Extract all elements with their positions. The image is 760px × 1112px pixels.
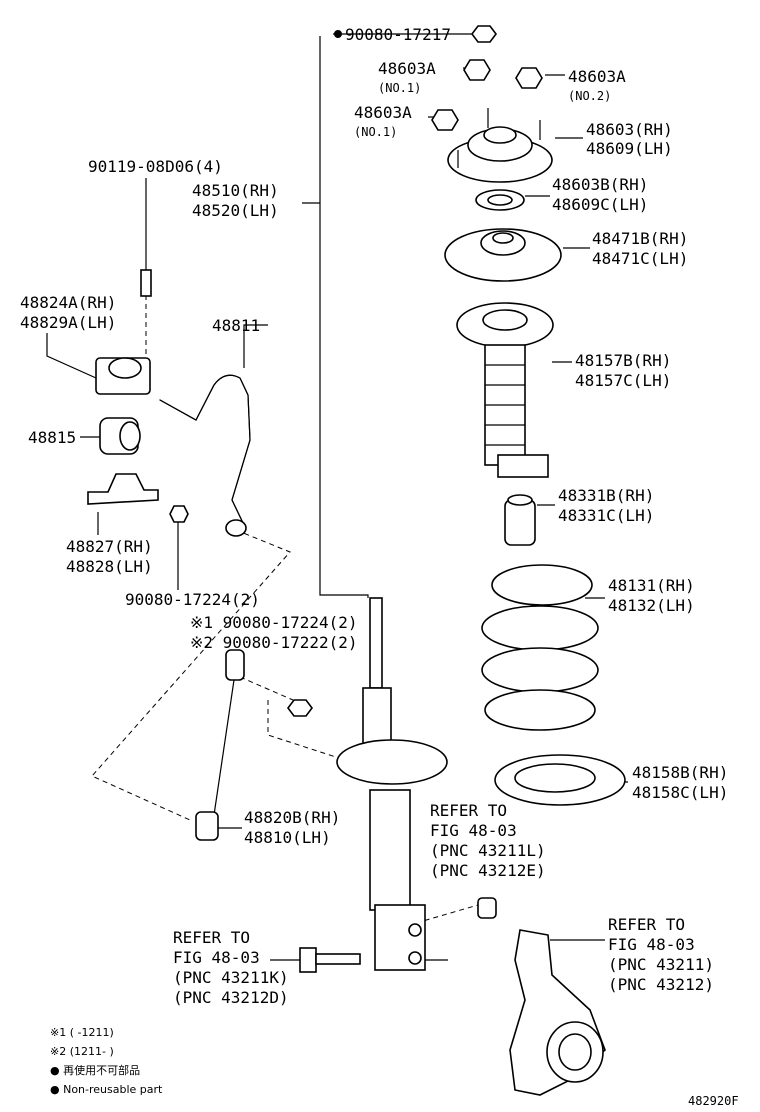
bracket-48827 — [87, 473, 159, 505]
label-48157c: 48157C(LH) — [575, 371, 671, 390]
legend-non-reusable-en: ● Non-reusable part — [50, 1083, 163, 1096]
ref-bolt-line-2: FIG 48-03 — [173, 948, 260, 967]
coil-spring-48131 — [481, 564, 599, 731]
ref-knuckle-line-2: FIG 48-03 — [608, 935, 695, 954]
label-48827: 48827(RH) — [66, 537, 153, 556]
ref-strut-line-1: REFER TO — [430, 801, 507, 820]
spring-seat-upper-48471b — [444, 228, 562, 282]
label-48471c: 48471C(LH) — [592, 249, 688, 268]
shock-absorber — [336, 597, 448, 971]
bump-stopper-48331b — [504, 494, 536, 546]
nut-48603a-no2 — [515, 67, 543, 89]
stabilizer-link-48820b — [195, 649, 245, 841]
legend: ※1 ( -1211) ※2 (1211- ) ● 再使用不可部品 ● Non-… — [50, 1026, 163, 1096]
nut-link-upper — [287, 699, 313, 717]
bushing-48815 — [99, 417, 141, 455]
stabilizer-bar-48811 — [159, 374, 251, 537]
label-48603: 48603(RH) — [586, 120, 673, 139]
label-note1-nut: ※1 90080-17224(2) — [190, 613, 358, 632]
ref-knuckle-line-3: (PNC 43211) — [608, 955, 714, 974]
ref-knuckle-line-4: (PNC 43212) — [608, 975, 714, 994]
spring-seat-lower-48158b — [494, 754, 626, 806]
bearing-48603b — [475, 189, 525, 211]
label-48824a: 48824A(RH) — [20, 293, 116, 312]
label-48829a: 48829A(LH) — [20, 313, 116, 332]
label-48520: 48520(LH) — [192, 201, 279, 220]
figure-id: 482920F — [688, 1094, 739, 1108]
bolt-90119 — [140, 269, 152, 297]
label-48131: 48131(RH) — [608, 576, 695, 595]
label-48609: 48609(LH) — [586, 139, 673, 158]
nut-48603a-no1-top — [463, 59, 491, 81]
reference-strut-block: REFER TO FIG 48-03 (PNC 43211L) (PNC 432… — [430, 801, 546, 880]
ref-bolt-line-3: (PNC 43211K) — [173, 968, 289, 987]
ref-strut-line-4: (PNC 43212E) — [430, 861, 546, 880]
label-48510: 48510(RH) — [192, 181, 279, 200]
label-90080-17217: 90080-17217 — [345, 25, 451, 44]
label-48331c: 48331C(LH) — [558, 506, 654, 525]
label-48609c: 48609C(LH) — [552, 195, 648, 214]
nut-90080-17224-stab — [169, 505, 189, 523]
legend-note1: ※1 ( -1211) — [50, 1026, 114, 1039]
label-48811: 48811 — [212, 316, 260, 335]
label-note2-nut: ※2 90080-17222(2) — [190, 633, 358, 652]
label-48810: 48810(LH) — [244, 828, 331, 847]
label-48471b: 48471B(RH) — [592, 229, 688, 248]
bolt-strut-lower — [299, 947, 361, 973]
label-90080-17224-stab: 90080-17224(2) — [125, 590, 260, 609]
label-48603a-no1-sub: (NO.1) — [378, 81, 421, 95]
ref-bolt-line-4: (PNC 43212D) — [173, 988, 289, 1007]
label-48603a-no1b-sub: (NO.1) — [354, 125, 397, 139]
label-48157b: 48157B(RH) — [575, 351, 671, 370]
label-48158b: 48158B(RH) — [632, 763, 728, 782]
label-48815: 48815 — [28, 428, 76, 447]
steering-knuckle — [509, 929, 606, 1096]
nut-48603a-no1-side — [431, 109, 459, 131]
legend-note2: ※2 (1211- ) — [50, 1045, 114, 1058]
nut-90080-17217 — [334, 25, 497, 43]
legend-non-reusable-jp: ● 再使用不可部品 — [50, 1063, 140, 1077]
nut-strut-lower — [477, 897, 497, 919]
label-48603a-no1b: 48603A — [354, 103, 412, 122]
label-90119: 90119-08D06(4) — [88, 157, 223, 176]
label-48331b: 48331B(RH) — [558, 486, 654, 505]
ref-strut-line-2: FIG 48-03 — [430, 821, 517, 840]
callout-labels: 90080-17217 48603A (NO.1) 48603A (NO.2) … — [20, 25, 728, 847]
reference-bolt-block: REFER TO FIG 48-03 (PNC 43211K) (PNC 432… — [173, 928, 289, 1007]
label-48828: 48828(LH) — [66, 557, 153, 576]
label-48603b: 48603B(RH) — [552, 175, 648, 194]
strut-mount-48603 — [447, 108, 553, 183]
reference-knuckle-block: REFER TO FIG 48-03 (PNC 43211) (PNC 4321… — [608, 915, 714, 994]
label-48132: 48132(LH) — [608, 596, 695, 615]
bracket-48824a — [95, 357, 151, 395]
spring-bumper-boot-48157b — [456, 302, 554, 478]
ref-knuckle-line-1: REFER TO — [608, 915, 685, 934]
label-48603a-no1: 48603A — [378, 59, 436, 78]
ref-strut-line-3: (PNC 43211L) — [430, 841, 546, 860]
label-48603a-no2-sub: (NO.2) — [568, 89, 611, 103]
label-48820b: 48820B(RH) — [244, 808, 340, 827]
assembly-lines — [91, 295, 479, 924]
label-48158c: 48158C(LH) — [632, 783, 728, 802]
label-48603a-no2: 48603A — [568, 67, 626, 86]
ref-bolt-line-1: REFER TO — [173, 928, 250, 947]
